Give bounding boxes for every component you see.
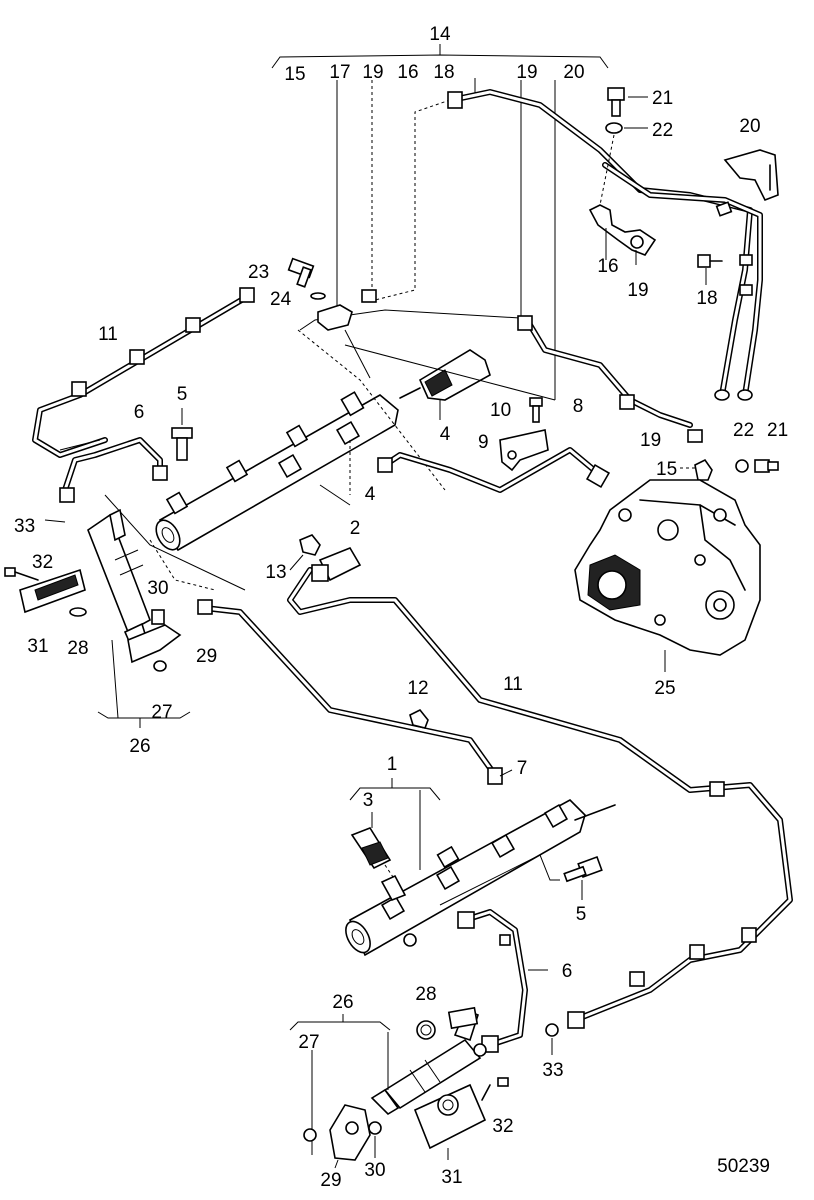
sensor-18-right bbox=[697, 254, 723, 285]
callout-18: 18 bbox=[433, 62, 454, 83]
callout-30: 30 bbox=[147, 578, 168, 599]
callout-33: 33 bbox=[542, 1060, 563, 1081]
callout-26: 26 bbox=[332, 992, 353, 1013]
callout-16: 16 bbox=[597, 256, 618, 277]
callout-9: 9 bbox=[478, 432, 489, 453]
bolt-21-top bbox=[599, 87, 648, 206]
callout-15: 15 bbox=[656, 459, 677, 480]
callout-2: 2 bbox=[350, 518, 361, 539]
leader-lines-top bbox=[336, 78, 556, 400]
callout-29: 29 bbox=[196, 646, 217, 667]
callout-19: 19 bbox=[362, 62, 383, 83]
callout-3: 3 bbox=[363, 790, 374, 811]
bracket-9-bolt-10 bbox=[499, 397, 549, 472]
callout-14: 14 bbox=[429, 24, 451, 45]
callout-33: 33 bbox=[14, 516, 35, 537]
return-hose-assembly bbox=[447, 89, 779, 401]
callout-28: 28 bbox=[415, 984, 436, 1005]
fitting-16-19-right bbox=[588, 204, 657, 265]
bolt-32-upper bbox=[4, 567, 39, 581]
supply-line-8 bbox=[377, 447, 611, 493]
fuel-line-7 bbox=[197, 599, 513, 785]
ring-28-lower bbox=[416, 1020, 436, 1040]
fuel-line-11-upper bbox=[32, 287, 255, 458]
washer-33-lower bbox=[545, 1023, 559, 1055]
callout-31: 31 bbox=[441, 1167, 462, 1188]
callout-27: 27 bbox=[151, 702, 172, 723]
bracket-group-14 bbox=[271, 44, 609, 69]
bolt-23-fitting-17 bbox=[287, 257, 377, 331]
callout-6: 6 bbox=[562, 961, 573, 982]
bracket-1 bbox=[349, 778, 441, 881]
small-parts-upper bbox=[44, 519, 182, 672]
callout-22: 22 bbox=[733, 420, 754, 441]
bolt-32-lower bbox=[481, 1077, 509, 1101]
fuel-line-11-lower bbox=[287, 547, 793, 1029]
callout-25: 25 bbox=[654, 678, 675, 699]
callout-15: 15 bbox=[284, 64, 305, 85]
callout-20: 20 bbox=[563, 62, 584, 83]
callout-20: 20 bbox=[739, 116, 760, 137]
bracket-26-upper bbox=[97, 711, 191, 728]
callout-11: 11 bbox=[98, 324, 118, 345]
callout-4: 4 bbox=[440, 424, 451, 445]
injector-26-lower bbox=[370, 1006, 487, 1116]
figure-id: 50239 bbox=[717, 1156, 770, 1177]
callout-4: 4 bbox=[365, 484, 376, 505]
callout-18: 18 bbox=[696, 288, 717, 309]
clamp-31-upper bbox=[19, 568, 86, 614]
clip-13 bbox=[289, 534, 321, 571]
callout-19: 19 bbox=[516, 62, 537, 83]
callout-23: 23 bbox=[248, 262, 269, 283]
callout-27: 27 bbox=[298, 1032, 319, 1053]
callout-7: 7 bbox=[517, 758, 528, 779]
callout-6: 6 bbox=[134, 402, 145, 423]
callout-19: 19 bbox=[627, 280, 648, 301]
callout-16: 16 bbox=[397, 62, 418, 83]
high-pressure-pump-25 bbox=[574, 479, 761, 672]
callout-5: 5 bbox=[177, 384, 188, 405]
callout-8: 8 bbox=[573, 396, 584, 417]
callout-30: 30 bbox=[364, 1160, 385, 1181]
bolt-5-upper bbox=[171, 408, 193, 461]
callout-26: 26 bbox=[129, 736, 150, 757]
callout-13: 13 bbox=[265, 562, 286, 583]
callout-11: 11 bbox=[503, 674, 523, 695]
callout-1: 1 bbox=[387, 754, 398, 775]
callout-21: 21 bbox=[652, 88, 673, 109]
callout-31: 31 bbox=[27, 636, 48, 657]
callout-32: 32 bbox=[492, 1116, 513, 1137]
callout-5: 5 bbox=[576, 904, 587, 925]
injector-26-upper bbox=[87, 508, 151, 719]
callout-10: 10 bbox=[490, 400, 511, 421]
callout-19: 19 bbox=[640, 430, 661, 451]
clamp-31-lower bbox=[413, 1083, 487, 1160]
callout-32: 32 bbox=[32, 552, 53, 573]
rail-dashed-box bbox=[297, 309, 556, 506]
callout-17: 17 bbox=[329, 62, 350, 83]
rail-to-pump-line bbox=[517, 315, 693, 428]
fuel-rail-left bbox=[155, 391, 399, 552]
callout-labels: 14 15 17 19 16 18 19 20 21 22 20 23 24 1… bbox=[14, 24, 788, 1191]
callout-12: 12 bbox=[407, 678, 428, 699]
bracket-29-30-lower bbox=[303, 1104, 382, 1169]
callout-28: 28 bbox=[67, 638, 88, 659]
clip-12 bbox=[409, 708, 429, 729]
pressure-sensor-3 bbox=[350, 812, 407, 901]
fuel-line-6-upper bbox=[59, 437, 168, 503]
bolt-5-lower bbox=[563, 855, 603, 900]
callout-24: 24 bbox=[270, 289, 292, 310]
pump-fittings-right bbox=[680, 429, 779, 481]
pressure-sensor-4 bbox=[399, 349, 491, 420]
fuel-line-6-lower bbox=[457, 909, 548, 1053]
fuel-rail-lower bbox=[345, 799, 616, 957]
callout-29: 29 bbox=[320, 1170, 341, 1191]
callout-21: 21 bbox=[767, 420, 788, 441]
callout-22: 22 bbox=[652, 120, 673, 141]
